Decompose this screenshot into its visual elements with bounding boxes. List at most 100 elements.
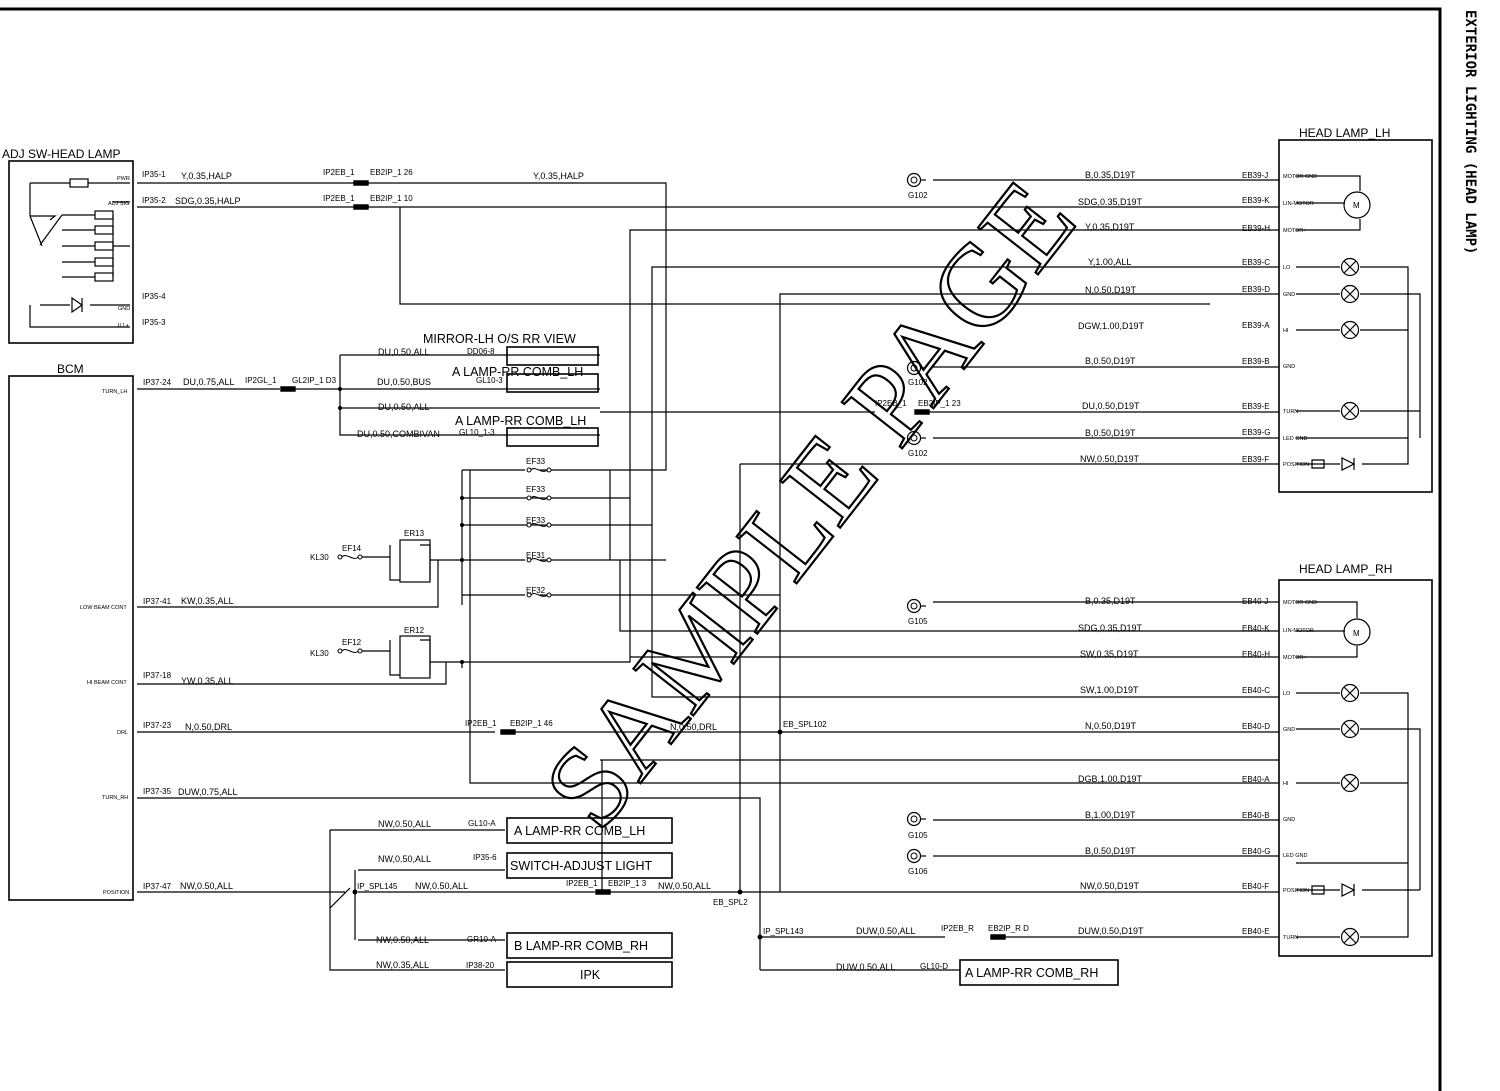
svg-text:N,0.50,D19T: N,0.50,D19T (1085, 721, 1137, 731)
b-lamp-label: B LAMP-RR COMB_RH (514, 939, 648, 953)
svg-text:B,1.00,D19T: B,1.00,D19T (1085, 810, 1136, 820)
svg-text:EB_SPL2: EB_SPL2 (713, 898, 748, 907)
svg-text:IP37-41: IP37-41 (143, 597, 172, 606)
svg-text:GND: GND (1283, 364, 1295, 370)
svg-text:EB39-D: EB39-D (1242, 285, 1270, 294)
svg-text:NW,0.50,ALL: NW,0.50,ALL (376, 935, 429, 945)
svg-text:GL10-A: GL10-A (468, 819, 496, 828)
a-lamp-box-label: A LAMP-RR COMB_LH (514, 824, 645, 838)
page-frame (0, 7, 1442, 1091)
svg-text:IP37-35: IP37-35 (143, 787, 172, 796)
svg-text:EB40-D: EB40-D (1242, 722, 1270, 731)
svg-text:IP38-20: IP38-20 (466, 961, 495, 970)
svg-text:EB39-F: EB39-F (1242, 455, 1269, 464)
a-lamp-rh-label: A LAMP-RR COMB_RH (965, 966, 1098, 980)
svg-text:N,0.50,D19T: N,0.50,D19T (1085, 285, 1137, 295)
svg-text:EB40-G: EB40-G (1242, 847, 1270, 856)
svg-text:B,0.50,D19T: B,0.50,D19T (1085, 846, 1136, 856)
svg-text:DU,0.50,ALL: DU,0.50,ALL (378, 402, 430, 412)
svg-text:Y,0.35,D19T: Y,0.35,D19T (1085, 222, 1135, 232)
svg-text:EB2IP_R D: EB2IP_R D (988, 924, 1029, 933)
svg-text:GND: GND (1283, 817, 1295, 823)
svg-text:B,0.50,D19T: B,0.50,D19T (1085, 356, 1136, 366)
svg-text:IP2EB_1: IP2EB_1 (465, 719, 497, 728)
svg-text:EF33: EF33 (526, 516, 546, 525)
page-side-title: EXTERIOR LIGHTING (HEAD LAMP) (1462, 10, 1478, 254)
svg-text:KL30: KL30 (310, 649, 329, 658)
svg-text:EB40-H: EB40-H (1242, 650, 1270, 659)
head-lamp-rh-box (1278, 579, 1433, 957)
svg-text:DD06-8: DD06-8 (467, 347, 495, 356)
svg-text:GR10-A: GR10-A (467, 935, 497, 944)
pin-label: GND (118, 306, 130, 312)
svg-text:IP2EB_1: IP2EB_1 (566, 879, 598, 888)
svg-text:NW,0.50,ALL: NW,0.50,ALL (658, 881, 711, 891)
svg-text:EB39-G: EB39-G (1242, 428, 1270, 437)
svg-text:LOW BEAM CONT: LOW BEAM CONT (80, 605, 127, 611)
svg-text:MOTOR+: MOTOR+ (1283, 228, 1307, 234)
svg-text:EB39-J: EB39-J (1242, 171, 1268, 180)
svg-text:EF33: EF33 (526, 485, 546, 494)
adj-switch-head-lamp: ADJ SW-HEAD LAMP PWR ADJ SIG GND ILL+ IP… (2, 147, 166, 344)
svg-text:NW,0.50,D19T: NW,0.50,D19T (1080, 454, 1140, 464)
svg-text:Y,0.35,HALP: Y,0.35,HALP (181, 171, 232, 181)
svg-text:IP2GL_1: IP2GL_1 (245, 376, 277, 385)
head-lamp-lh-title: HEAD LAMP_LH (1299, 126, 1390, 140)
bcm-title: BCM (57, 362, 84, 376)
svg-text:POSITION: POSITION (103, 890, 129, 896)
svg-text:KL30: KL30 (310, 553, 329, 562)
svg-text:SDG,0.35,D19T: SDG,0.35,D19T (1078, 623, 1143, 633)
svg-text:NW,0.50,ALL: NW,0.50,ALL (378, 819, 431, 829)
svg-text:DUW,0.50,D19T: DUW,0.50,D19T (1078, 926, 1144, 936)
svg-text:ER12: ER12 (404, 626, 425, 635)
adj-switch-title: ADJ SW-HEAD LAMP (2, 147, 120, 161)
svg-text:MOTOR GND: MOTOR GND (1283, 174, 1317, 180)
svg-text:IP35-6: IP35-6 (473, 853, 497, 862)
svg-text:YW,0.35,ALL: YW,0.35,ALL (181, 676, 234, 686)
svg-text:DU,0.75,ALL: DU,0.75,ALL (183, 377, 235, 387)
svg-text:DRL: DRL (117, 730, 128, 736)
svg-text:EB_SPL102: EB_SPL102 (783, 720, 827, 729)
head-lamp-rh: HEAD LAMP_RH (1278, 562, 1433, 957)
sample-page-watermark: SAMPLE PAGE (520, 158, 1100, 851)
svg-text:EB2IP_1 46: EB2IP_1 46 (510, 719, 553, 728)
svg-text:EF32: EF32 (526, 586, 546, 595)
svg-text:M: M (1353, 201, 1360, 210)
svg-text:SDG,0.35,HALP: SDG,0.35,HALP (175, 196, 241, 206)
wire-routes (137, 179, 1279, 971)
svg-text:LED GND: LED GND (1283, 436, 1307, 442)
svg-text:LO: LO (1283, 265, 1291, 271)
svg-text:TURN: TURN (1283, 409, 1298, 415)
svg-text:HI: HI (1283, 328, 1289, 334)
svg-text:LIN-MOTOR: LIN-MOTOR (1283, 628, 1314, 634)
svg-text:EB39-C: EB39-C (1242, 258, 1270, 267)
svg-text:G106: G106 (908, 867, 928, 876)
connector-label: IP35-4 (142, 292, 166, 301)
svg-text:NW,0.35,ALL: NW,0.35,ALL (376, 960, 429, 970)
svg-text:DGW,1.00,D19T: DGW,1.00,D19T (1078, 321, 1145, 331)
svg-text:Y,0.35,HALP: Y,0.35,HALP (533, 171, 584, 181)
svg-text:POSITION: POSITION (1283, 888, 1309, 894)
svg-text:N,0.50,DRL: N,0.50,DRL (185, 722, 232, 732)
connector-label: IP35-2 (142, 196, 166, 205)
connector-label: IP35-3 (142, 318, 166, 327)
svg-text:EB40-B: EB40-B (1242, 811, 1270, 820)
svg-text:IP2EB_1: IP2EB_1 (323, 194, 355, 203)
svg-text:EB2IP_1 23: EB2IP_1 23 (918, 399, 961, 408)
head-lamp-rh-title: HEAD LAMP_RH (1299, 562, 1392, 576)
head-lamp-pins: EB39-J EB39-K EB39-H EB39-C EB39-D EB39-… (1242, 171, 1317, 941)
svg-text:HI BEAM CONT: HI BEAM CONT (87, 680, 127, 686)
svg-text:DUW,0.50,ALL: DUW,0.50,ALL (836, 962, 896, 972)
svg-text:MOTOR+: MOTOR+ (1283, 655, 1307, 661)
bcm-module: BCM TURN_LH LOW BEAM CONT HI BEAM CONT D… (8, 362, 172, 901)
svg-text:M: M (1353, 629, 1360, 638)
svg-text:EB39-K: EB39-K (1242, 196, 1270, 205)
svg-text:B,0.50,D19T: B,0.50,D19T (1085, 428, 1136, 438)
a-lamp-title-1: A LAMP-RR COMB_LH (452, 365, 583, 379)
svg-text:DUW,0.75,ALL: DUW,0.75,ALL (178, 787, 238, 797)
svg-text:IP2EB_1: IP2EB_1 (875, 399, 907, 408)
svg-text:EB39-A: EB39-A (1242, 321, 1270, 330)
svg-text:DU,0.50,D19T: DU,0.50,D19T (1082, 401, 1140, 411)
svg-text:EB40-F: EB40-F (1242, 882, 1269, 891)
svg-text:GL10_1-3: GL10_1-3 (459, 428, 495, 437)
